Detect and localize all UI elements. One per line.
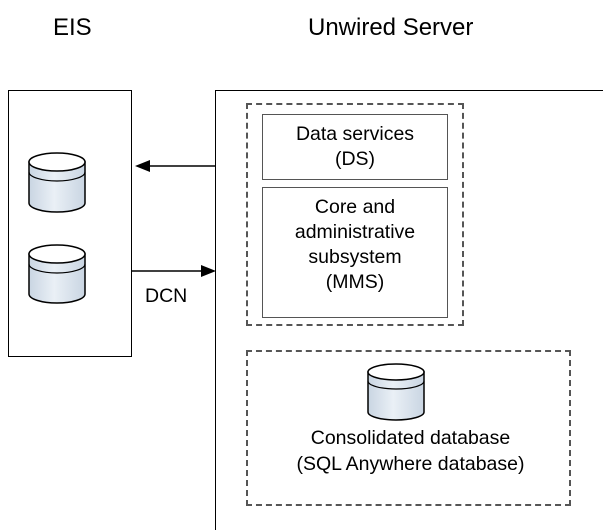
arrow-dcn-to-server [132, 265, 216, 277]
unwired-server-container [215, 90, 603, 530]
data-services-box: Data services (DS) [262, 114, 448, 180]
database-cylinder-icon [367, 363, 425, 421]
diagram-connectors [28, 152, 425, 421]
arrow-to-eis [135, 160, 215, 172]
dcn-label: DCN [145, 285, 188, 307]
arrow-head-icon [201, 265, 216, 277]
database-cylinder-icon [28, 244, 86, 304]
data-services-line-2: (DS) [334, 148, 376, 170]
eis-container [8, 90, 132, 357]
data-services-label: Data services (DS) [263, 122, 447, 172]
database-cylinder-icon [28, 152, 86, 213]
eis-heading: EIS [53, 14, 92, 41]
core-subsystem-label: Core and administrative subsystem (MMS) [263, 195, 447, 295]
consolidated-database-label: Consolidated database (SQL Anywhere data… [246, 425, 575, 477]
server-services-group [246, 103, 464, 326]
core-subsystem-line-1: Core and [314, 196, 396, 218]
core-subsystem-line-2: administrative [294, 221, 416, 243]
consolidated-database-group [246, 350, 571, 506]
consolidated-database-line-2: (SQL Anywhere database) [296, 453, 525, 475]
consolidated-database-line-1: Consolidated database [310, 427, 511, 449]
unwired-server-heading: Unwired Server [308, 14, 474, 41]
core-subsystem-line-4: (MMS) [325, 271, 385, 293]
core-subsystem-box: Core and administrative subsystem (MMS) [262, 187, 448, 318]
arrow-head-icon [135, 160, 150, 172]
data-services-line-1: Data services [295, 123, 415, 145]
core-subsystem-line-3: subsystem [308, 246, 402, 268]
